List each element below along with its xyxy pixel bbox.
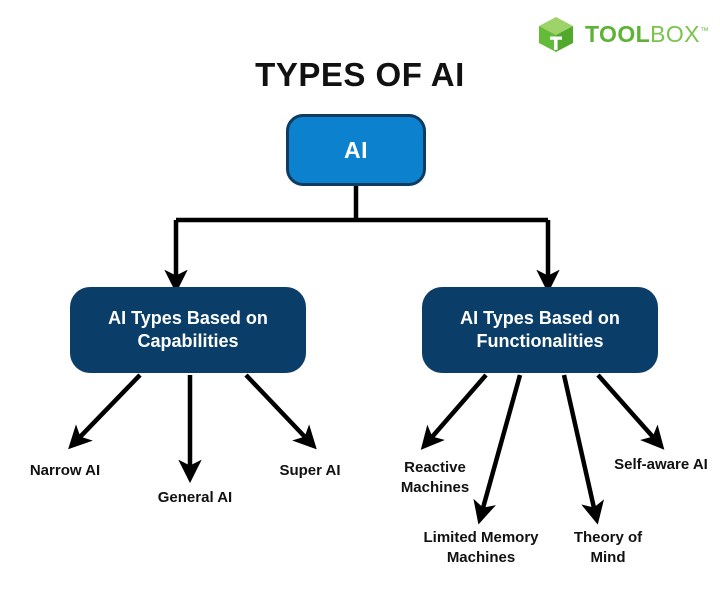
trademark-symbol: ™ <box>699 24 710 35</box>
node-ai-types-functionalities[interactable]: AI Types Based on Functionalities <box>422 287 658 373</box>
connector-to-theory-of-mind <box>561 374 605 525</box>
connector-to-limited-memory-machines <box>473 374 523 525</box>
leaf-super-ai: Super AI <box>279 462 341 479</box>
connector-to-self-aware-ai <box>596 373 665 450</box>
leaf-self-aware-ai: Self-aware AI <box>614 456 708 473</box>
connector-to-narrow-ai <box>68 373 142 450</box>
leaf-reactive-machines: Reactive Machines <box>400 459 470 496</box>
node-ai-types-capabilities[interactable]: AI Types Based on Capabilities <box>70 287 306 373</box>
node-capabilities-label: AI Types Based on Capabilities <box>108 307 268 351</box>
page-title: TYPES OF AI <box>255 56 465 93</box>
green-cube-icon <box>539 17 573 52</box>
brand-name-light: BOX <box>650 20 700 47</box>
brand-name-bold: TOOL <box>585 20 651 47</box>
connector-to-super-ai <box>244 373 317 450</box>
node-functionalities-label: AI Types Based on Functionalities <box>460 307 620 351</box>
toolbox-logo: TOOLBOX™ <box>536 14 709 54</box>
leaf-theory-of-mind: Theory of Mind <box>573 529 643 566</box>
leaf-general-ai: General AI <box>157 489 233 506</box>
leaf-limited-memory-machines: Limited Memory Machines <box>423 529 539 566</box>
node-ai-root-label: AI <box>344 136 368 163</box>
toolbox-wordmark: TOOLBOX™ <box>585 20 710 47</box>
connector-to-reactive-machines <box>420 373 488 450</box>
leaf-narrow-ai: Narrow AI <box>29 462 101 479</box>
node-ai-root[interactable]: AI <box>286 114 426 186</box>
